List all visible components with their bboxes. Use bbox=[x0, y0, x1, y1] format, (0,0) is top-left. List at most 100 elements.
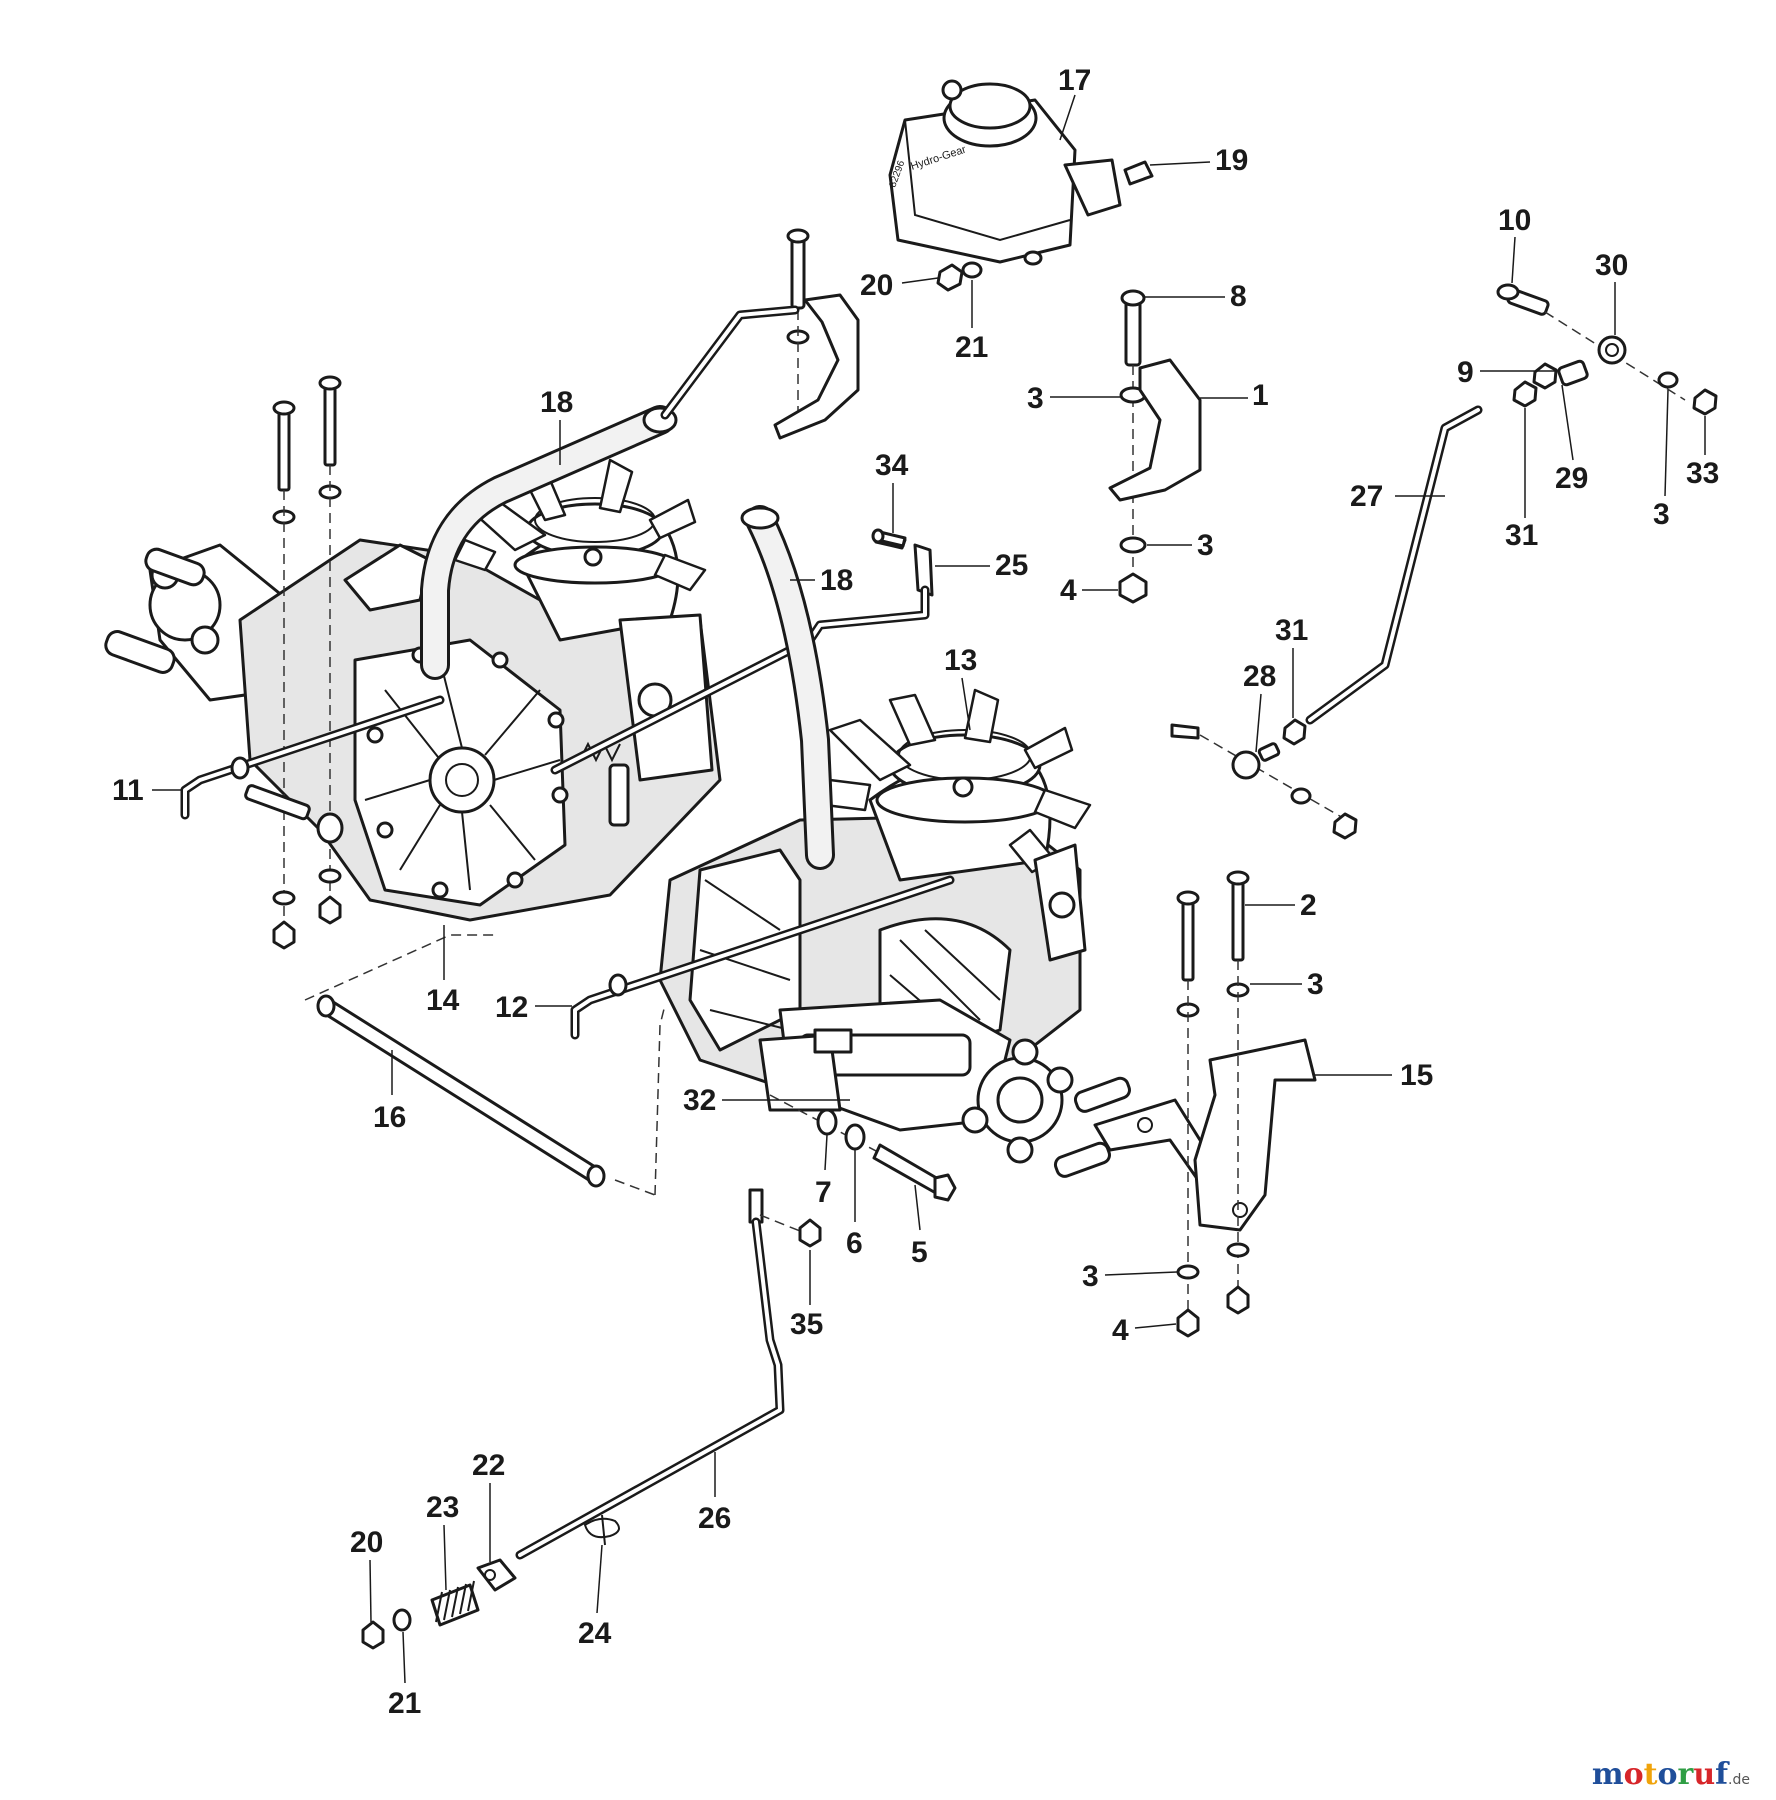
callout-3-e: 3 bbox=[1082, 1260, 1178, 1293]
svg-text:20: 20 bbox=[350, 1526, 383, 1559]
callout-1: 1 bbox=[1200, 379, 1269, 412]
watermark-domain: .de bbox=[1728, 1772, 1750, 1788]
svg-text:27: 27 bbox=[1350, 480, 1383, 513]
svg-text:9: 9 bbox=[1457, 356, 1474, 389]
callout-29: 29 bbox=[1555, 384, 1588, 495]
svg-text:30: 30 bbox=[1595, 249, 1628, 282]
svg-text:24: 24 bbox=[578, 1617, 612, 1650]
svg-text:18: 18 bbox=[820, 564, 853, 597]
watermark-logo: motoruf.de bbox=[1592, 1757, 1750, 1792]
filter-tube-right bbox=[740, 505, 835, 870]
callout-10: 10 bbox=[1498, 204, 1531, 284]
svg-text:25: 25 bbox=[995, 549, 1028, 582]
callout-34: 34 bbox=[875, 449, 909, 533]
svg-text:7: 7 bbox=[815, 1176, 832, 1209]
callout-3-c: 3 bbox=[1653, 389, 1670, 531]
callout-20-b: 20 bbox=[350, 1526, 383, 1623]
upper-left-bracket bbox=[773, 228, 860, 440]
callout-20: 20 bbox=[860, 269, 939, 302]
rod-end-hardware bbox=[1496, 283, 1718, 416]
callout-8: 8 bbox=[1145, 280, 1247, 313]
svg-text:2: 2 bbox=[1300, 889, 1317, 922]
svg-text:22: 22 bbox=[472, 1449, 505, 1482]
callout-21: 21 bbox=[955, 280, 988, 364]
svg-text:21: 21 bbox=[388, 1687, 421, 1720]
callout-15: 15 bbox=[1315, 1059, 1433, 1092]
callout-5: 5 bbox=[911, 1184, 928, 1269]
bolt-5-assembly bbox=[769, 1094, 957, 1202]
callout-30: 30 bbox=[1595, 249, 1628, 335]
watermark-letter: o bbox=[1657, 1757, 1678, 1792]
callout-12: 12 bbox=[495, 991, 572, 1024]
left-bolts bbox=[272, 375, 342, 950]
callout-19: 19 bbox=[1149, 144, 1248, 177]
control-rod-26 bbox=[361, 1188, 822, 1650]
svg-text:8: 8 bbox=[1230, 280, 1247, 313]
callout-18-b: 18 bbox=[790, 564, 853, 597]
callout-25: 25 bbox=[935, 549, 1028, 582]
svg-text:6: 6 bbox=[846, 1227, 863, 1260]
watermark-letter: r bbox=[1677, 1757, 1694, 1792]
callout-11: 11 bbox=[112, 774, 182, 807]
rod-12 bbox=[570, 875, 955, 1040]
callout-21-b: 21 bbox=[388, 1631, 421, 1720]
svg-text:3: 3 bbox=[1653, 498, 1670, 531]
watermark-letter: o bbox=[1623, 1757, 1644, 1792]
svg-text:28: 28 bbox=[1243, 660, 1276, 693]
callout-35: 35 bbox=[790, 1250, 823, 1341]
callout-4-b: 4 bbox=[1112, 1314, 1177, 1347]
callout-31-a: 31 bbox=[1505, 408, 1538, 552]
svg-text:15: 15 bbox=[1400, 1059, 1433, 1092]
callout-26: 26 bbox=[698, 1452, 731, 1535]
callout-17: 17 bbox=[1058, 64, 1091, 141]
tank-fasteners bbox=[936, 160, 1154, 292]
svg-text:13: 13 bbox=[944, 644, 977, 677]
svg-text:33: 33 bbox=[1686, 457, 1719, 490]
svg-text:20: 20 bbox=[860, 269, 893, 302]
callout-24: 24 bbox=[578, 1544, 612, 1650]
pin-34 bbox=[871, 528, 907, 548]
svg-text:1: 1 bbox=[1252, 379, 1269, 412]
watermark-letter: t bbox=[1643, 1757, 1658, 1792]
svg-text:3: 3 bbox=[1082, 1260, 1099, 1293]
svg-text:18: 18 bbox=[540, 386, 573, 419]
svg-text:17: 17 bbox=[1058, 64, 1091, 97]
callout-33: 33 bbox=[1686, 416, 1719, 490]
svg-text:3: 3 bbox=[1027, 382, 1044, 415]
svg-text:21: 21 bbox=[955, 331, 988, 364]
svg-text:3: 3 bbox=[1307, 968, 1324, 1001]
rod-11 bbox=[180, 695, 445, 844]
svg-text:12: 12 bbox=[495, 991, 528, 1024]
callout-31-b: 31 bbox=[1275, 614, 1308, 718]
left-transaxle bbox=[104, 458, 722, 922]
svg-text:4: 4 bbox=[1112, 1314, 1129, 1347]
bracket-rod-25 bbox=[550, 532, 934, 775]
svg-text:23: 23 bbox=[426, 1491, 459, 1524]
svg-text:11: 11 bbox=[112, 774, 144, 807]
filter-tube-left bbox=[420, 305, 800, 680]
svg-text:4: 4 bbox=[1060, 574, 1077, 607]
svg-text:19: 19 bbox=[1215, 144, 1248, 177]
callout-7: 7 bbox=[815, 1134, 832, 1209]
callout-23: 23 bbox=[426, 1491, 459, 1591]
callout-6: 6 bbox=[846, 1150, 863, 1260]
lower-rod-end bbox=[1170, 718, 1358, 840]
svg-text:29: 29 bbox=[1555, 462, 1588, 495]
svg-text:16: 16 bbox=[373, 1101, 406, 1134]
callout-22: 22 bbox=[472, 1449, 505, 1562]
callout-3-b: 3 bbox=[1147, 529, 1214, 562]
svg-text:31: 31 bbox=[1275, 614, 1308, 647]
svg-text:3: 3 bbox=[1197, 529, 1214, 562]
svg-text:35: 35 bbox=[790, 1308, 823, 1341]
bracket-15 bbox=[1093, 1038, 1317, 1232]
callout-2: 2 bbox=[1245, 889, 1317, 922]
svg-text:26: 26 bbox=[698, 1502, 731, 1535]
link-rod-27 bbox=[1305, 405, 1483, 725]
watermark-letter: m bbox=[1591, 1757, 1624, 1792]
reservoir-tank: Hydro-Gear 82296 bbox=[887, 79, 1122, 264]
svg-text:10: 10 bbox=[1498, 204, 1531, 237]
callout-3-a: 3 bbox=[1027, 382, 1120, 415]
callout-13: 13 bbox=[944, 644, 977, 731]
svg-text:34: 34 bbox=[875, 449, 909, 482]
